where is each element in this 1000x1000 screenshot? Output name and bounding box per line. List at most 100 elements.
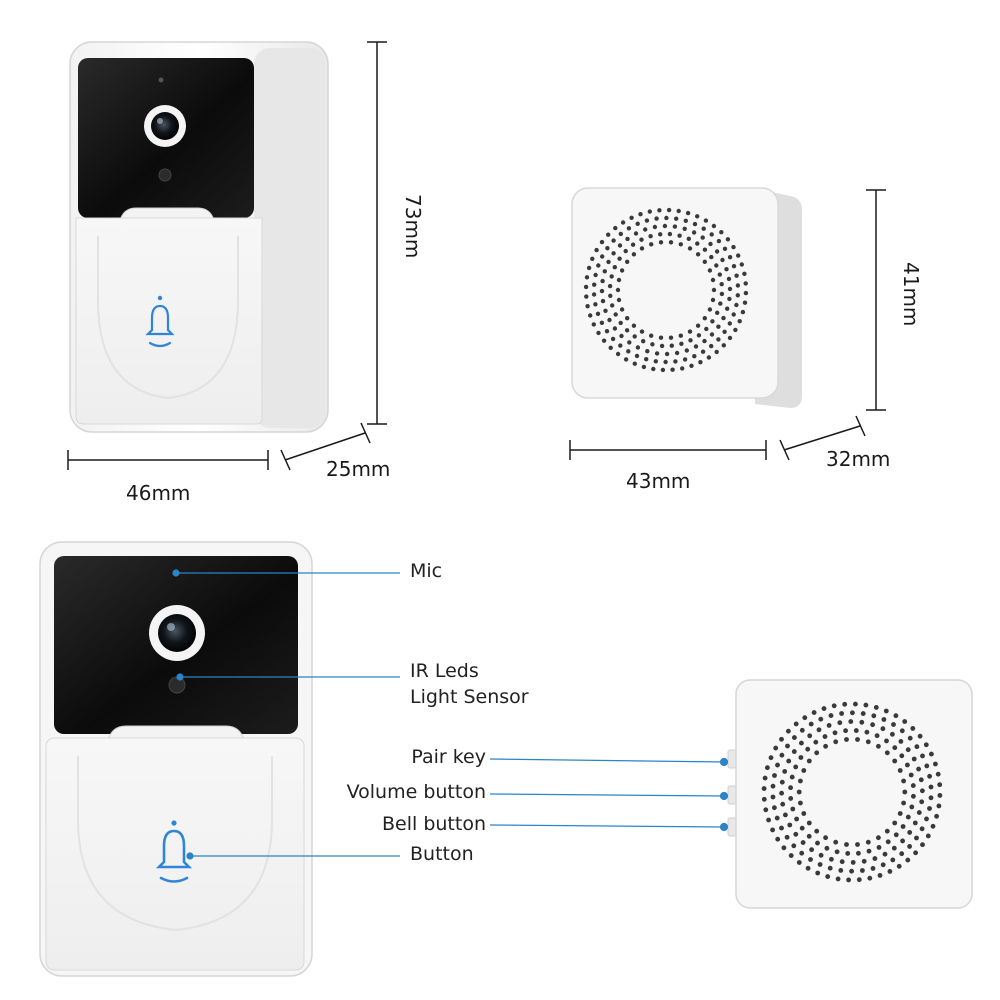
grille-hole [660, 367, 666, 373]
grille-hole [607, 317, 612, 323]
grille-hole [606, 259, 611, 265]
grille-hole [707, 268, 713, 273]
grille-hole [630, 242, 636, 247]
grille-hole [806, 758, 812, 764]
grille-hole [739, 262, 744, 267]
grille-hole [818, 716, 824, 722]
grille-hole [831, 703, 837, 709]
grille-hole [711, 223, 717, 229]
grille-hole [813, 739, 819, 745]
grille-hole [743, 290, 749, 296]
grille-hole [838, 867, 844, 873]
grille-hole [725, 237, 731, 242]
grille-hole [764, 765, 770, 771]
grille-hole [877, 872, 883, 878]
grille-hole [619, 333, 624, 339]
grille-hole [682, 357, 688, 362]
grille-hole [653, 359, 658, 364]
grille-hole [677, 233, 682, 238]
grille-hole [702, 259, 707, 264]
grille-hole [687, 329, 693, 334]
grille-hole [716, 337, 721, 342]
grille-hole [859, 719, 865, 725]
grille-hole [845, 850, 851, 856]
grille-hole [910, 793, 916, 799]
volume-button-label: Volume button [346, 781, 486, 803]
grille-hole [663, 359, 668, 365]
grille-hole [726, 276, 732, 282]
grille-hole [850, 859, 856, 865]
grille-hole [918, 777, 924, 783]
grille-hole [880, 862, 886, 868]
grille-hole [833, 839, 839, 845]
grille-hole [706, 355, 712, 360]
grille-hole [871, 713, 877, 719]
grille-hole [593, 272, 598, 278]
grille-hole [806, 820, 812, 826]
doorbell-top [69, 41, 329, 433]
grille-hole [657, 208, 662, 213]
grille-hole [604, 329, 610, 334]
grille-hole [593, 302, 598, 307]
grille-hole [611, 251, 616, 256]
grille-hole [772, 773, 777, 778]
grille-hole [919, 799, 925, 805]
grille-hole [814, 750, 820, 756]
grille-hole [727, 321, 732, 326]
grille-hole [891, 722, 896, 727]
grille-hole [716, 324, 721, 329]
grille-hole [779, 779, 785, 785]
grille-hole [714, 249, 720, 254]
doorbell-top-mic-hole [158, 77, 164, 83]
grille-hole [870, 865, 876, 871]
grille-hole [907, 843, 913, 849]
grille-hole [719, 282, 724, 287]
grille-hole [719, 230, 724, 235]
grille-hole [654, 351, 660, 356]
grille-hole [775, 836, 781, 842]
grille-hole [584, 275, 590, 280]
grille-hole [635, 221, 640, 226]
grille-hole [844, 737, 849, 742]
grille-hole [827, 865, 833, 871]
grille-hole [909, 804, 915, 810]
grille-hole [897, 811, 903, 816]
grille-hole [859, 868, 865, 873]
grille-hole [668, 335, 674, 340]
grille-hole [616, 277, 622, 283]
grille-hole [905, 857, 911, 863]
grille-hole [591, 322, 596, 327]
grille-hole [797, 778, 803, 784]
grille-hole [849, 710, 855, 716]
grille-hole [805, 865, 811, 871]
grille-hole [876, 844, 882, 850]
grille-hole [786, 758, 792, 764]
grille-hole [919, 826, 925, 832]
grille-hole [811, 710, 817, 716]
grille-hole [796, 789, 802, 795]
grille-hole [625, 316, 630, 321]
grille-hole [710, 319, 715, 324]
grille-hole [610, 303, 615, 308]
grille-hole [932, 761, 938, 767]
grille-hole [798, 755, 804, 760]
grille-hole [905, 747, 911, 753]
grille-hole [779, 752, 785, 758]
grille-hole [815, 870, 821, 876]
grille-hole [872, 856, 878, 862]
grille-hole [586, 265, 592, 271]
grille-hole [600, 298, 606, 304]
grille-hole [692, 221, 698, 227]
grille-hole [902, 789, 908, 795]
button-label: Button [410, 843, 474, 865]
grille-hole [679, 341, 684, 346]
grille-hole [839, 711, 845, 716]
grille-hole [735, 283, 741, 288]
grille-hole [866, 848, 872, 854]
grille-hole [930, 823, 936, 829]
grille-hole [822, 734, 828, 740]
grille-hole [585, 304, 590, 309]
grille-hole [649, 242, 654, 247]
grille-hole [698, 360, 703, 365]
grille-hole [892, 745, 898, 751]
